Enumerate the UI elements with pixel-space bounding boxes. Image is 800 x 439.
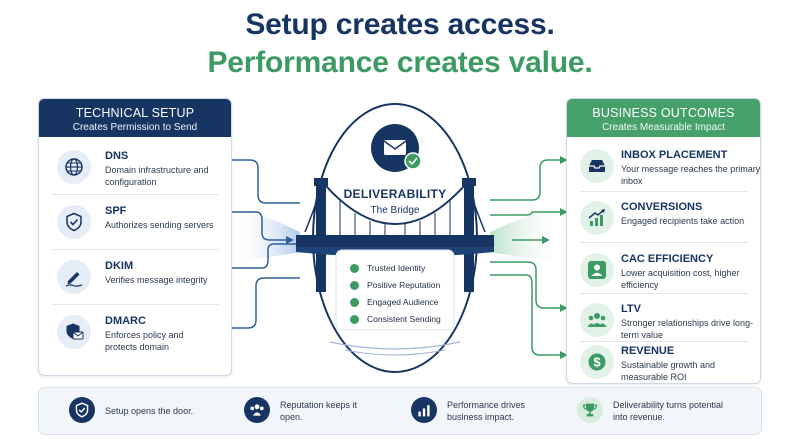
setup-item-dmarc: DMARC Enforces policy and protects domai… xyxy=(39,309,231,359)
outcome-item-revenue: $ REVENUE Sustainable growth and measura… xyxy=(567,339,760,383)
technical-setup-header: TECHNICAL SETUP Creates Permission to Se… xyxy=(39,99,231,137)
checklist-item: Trusted Identity xyxy=(350,263,460,280)
panel-subtitle: Creates Measurable Impact xyxy=(602,122,725,133)
shield-check-icon xyxy=(69,397,95,423)
svg-text:$: $ xyxy=(593,355,601,370)
setup-item-spf: SPF Authorizes sending servers xyxy=(39,199,231,249)
left-connectors xyxy=(230,159,300,329)
dollar-icon: $ xyxy=(580,345,614,379)
headline-line-1: Setup creates access. xyxy=(245,8,555,41)
outcome-item-ltv: LTV Stronger relationships drive long-te… xyxy=(567,297,760,347)
headline-line-2: Performance creates value. xyxy=(207,46,593,79)
setup-item-dns: DNS Domain infrastructure and configurat… xyxy=(39,144,231,194)
outcome-item-cac-efficiency: CAC EFFICIENCY Lower acquisition cost, h… xyxy=(567,247,760,297)
footer-tip: Reputation keeps it open. xyxy=(244,388,404,434)
group-icon xyxy=(244,397,270,423)
technical-setup-panel: TECHNICAL SETUP Creates Permission to Se… xyxy=(38,98,232,376)
check-icon xyxy=(350,264,359,273)
checklist-item: Consistent Sending xyxy=(350,314,460,331)
footer-tip: Setup opens the door. xyxy=(69,388,229,434)
pen-signature-icon xyxy=(57,260,91,294)
panel-subtitle: Creates Permission to Send xyxy=(72,122,198,133)
bridge-checklist: Trusted Identity Positive Reputation Eng… xyxy=(350,263,460,331)
check-icon xyxy=(350,315,359,324)
outcome-item-inbox-placement: INBOX PLACEMENT Your message reaches the… xyxy=(567,143,760,193)
business-outcomes-panel: BUSINESS OUTCOMES Creates Measurable Imp… xyxy=(566,98,761,384)
inbox-icon xyxy=(580,149,614,183)
shield-envelope-icon xyxy=(57,315,91,349)
footer-tips-bar: Setup opens the door. Reputation keeps i… xyxy=(38,387,762,435)
checklist-item: Engaged Audience xyxy=(350,297,460,314)
bridge-subtitle: The Bridge xyxy=(370,205,420,216)
footer-tip: Performance drives business impact. xyxy=(411,388,571,434)
shield-check-icon xyxy=(57,205,91,239)
bar-chart-icon xyxy=(411,397,437,423)
globe-icon xyxy=(57,150,91,184)
bridge-title: DELIVERABILITY xyxy=(343,187,447,201)
panel-title: TECHNICAL SETUP xyxy=(75,106,195,120)
trophy-icon xyxy=(577,397,603,423)
panel-title: BUSINESS OUTCOMES xyxy=(592,106,735,120)
setup-item-dkim: DKIM Verifies message integrity xyxy=(39,254,231,304)
checklist-item: Positive Reputation xyxy=(350,280,460,297)
business-outcomes-header: BUSINESS OUTCOMES Creates Measurable Imp… xyxy=(567,99,760,137)
check-icon xyxy=(350,298,359,307)
growth-chart-icon xyxy=(580,201,614,235)
person-icon xyxy=(580,253,614,287)
outcome-item-conversions: CONVERSIONS Engaged recipients take acti… xyxy=(567,195,760,245)
check-icon xyxy=(350,281,359,290)
group-icon xyxy=(580,303,614,337)
footer-tip: Deliverability turns potential into reve… xyxy=(577,388,752,434)
